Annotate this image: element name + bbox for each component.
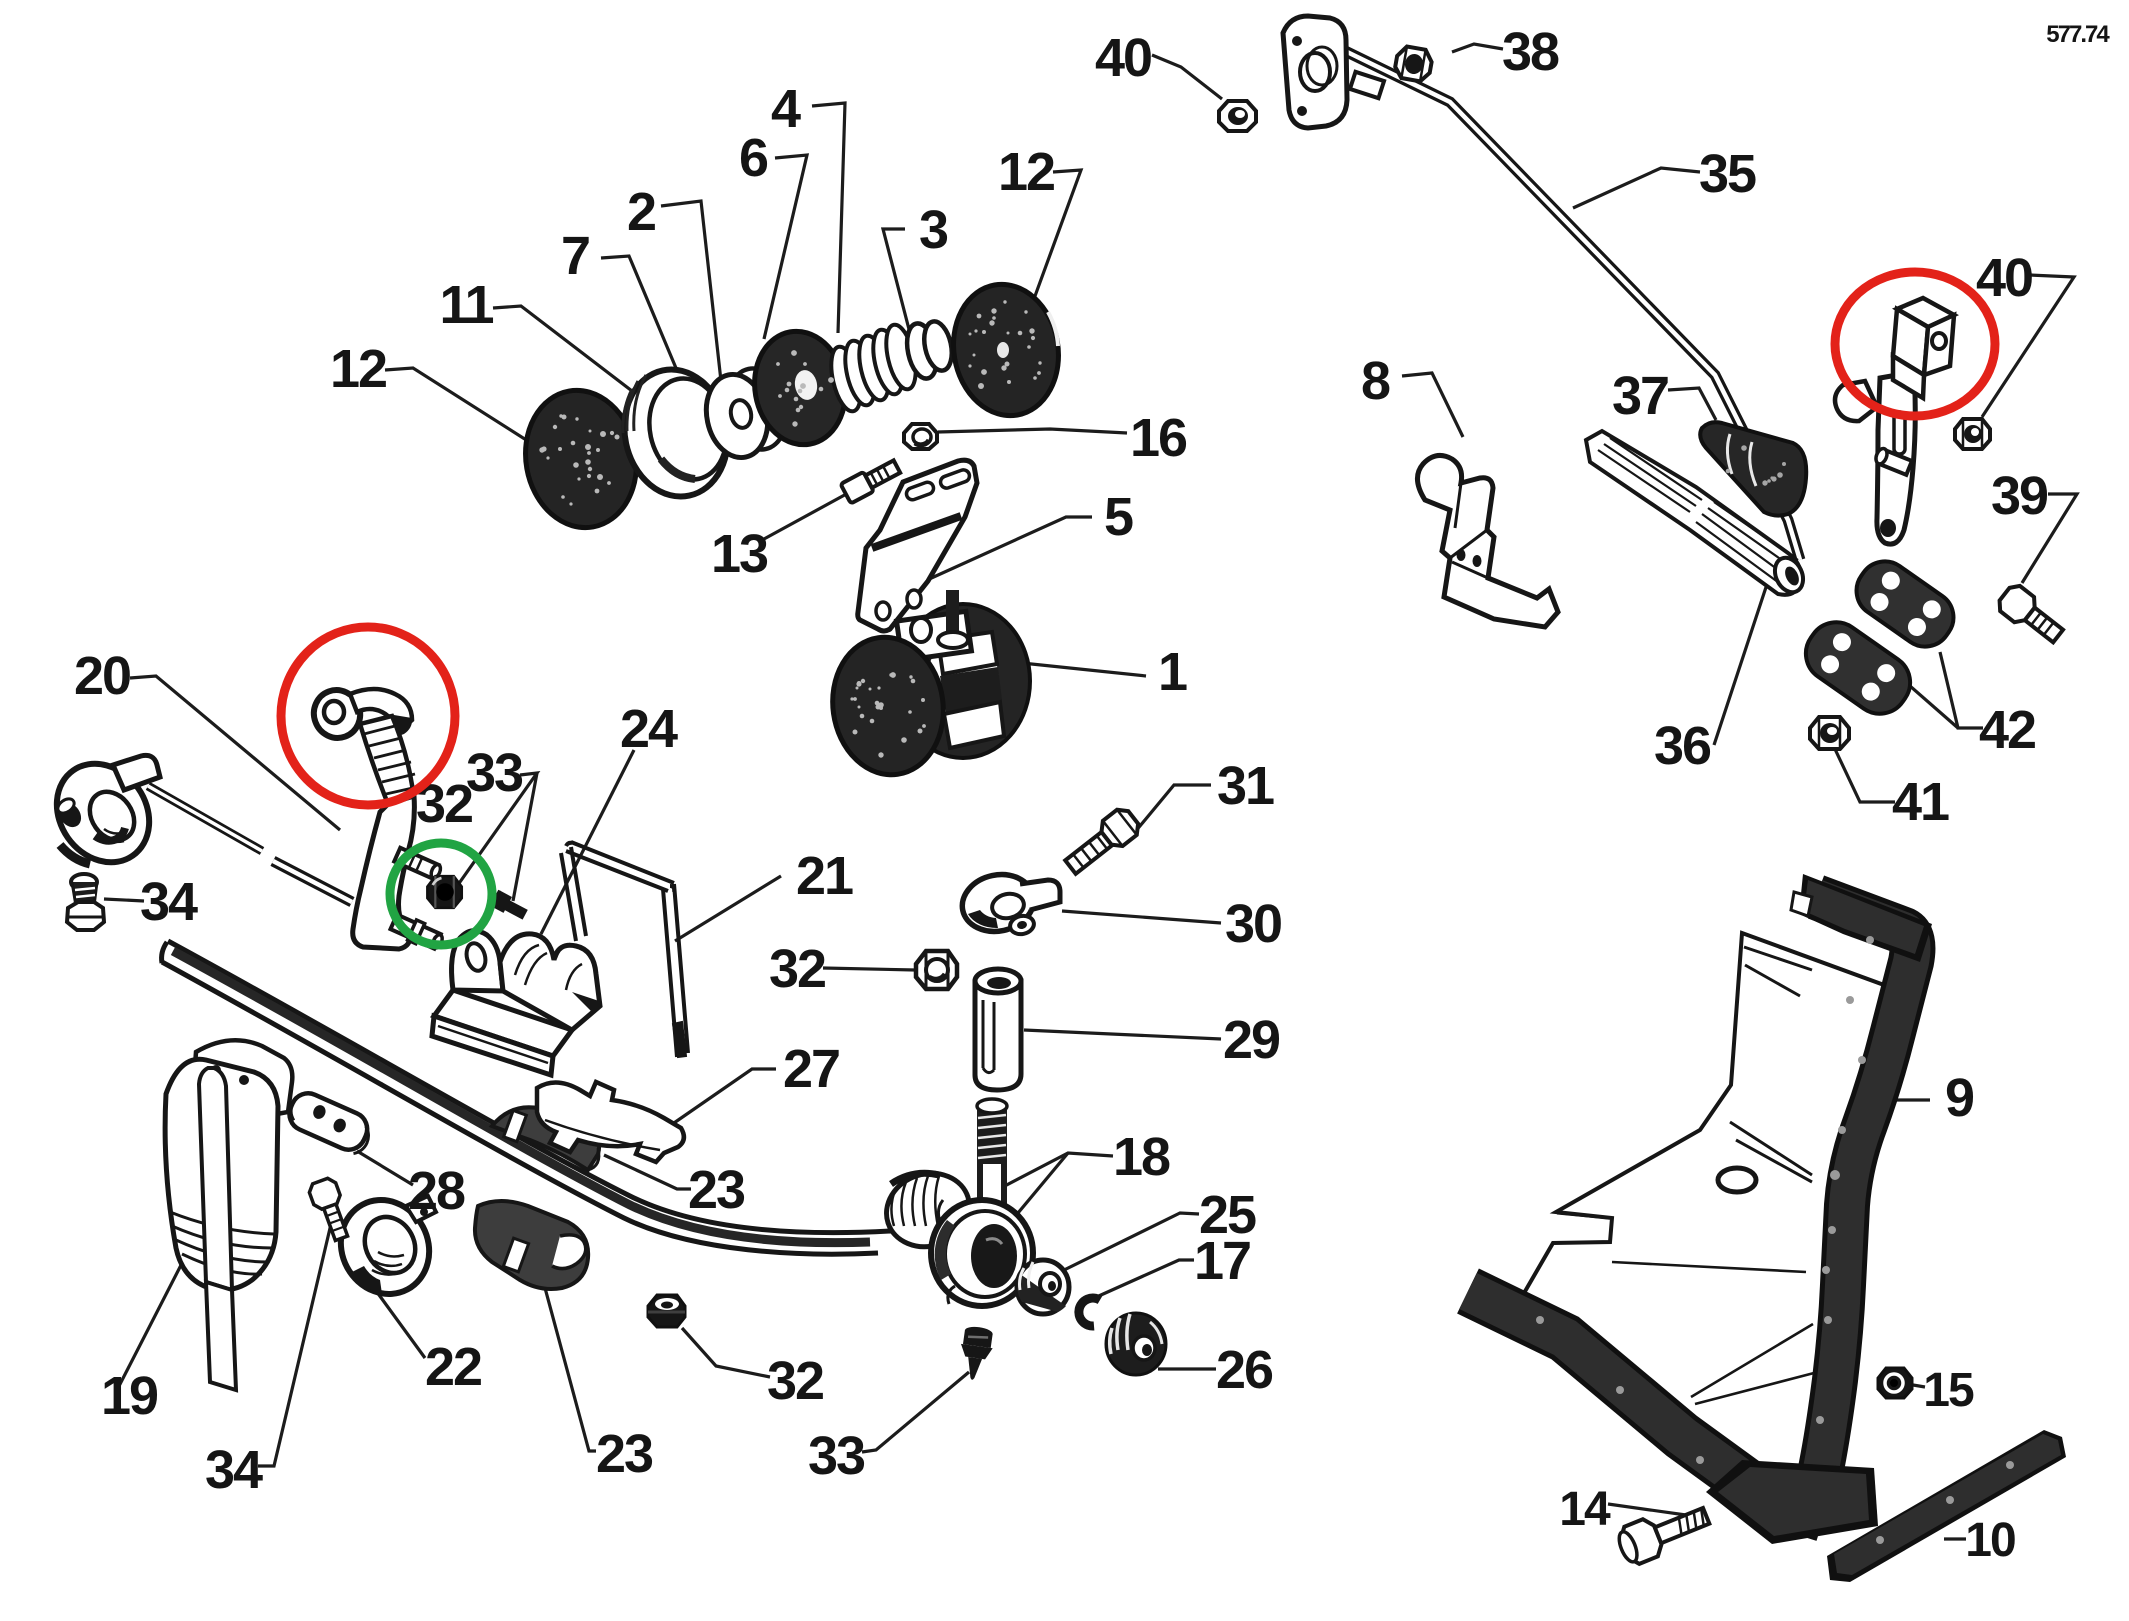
svg-text:4: 4	[771, 79, 801, 139]
svg-text:8: 8	[1361, 351, 1390, 411]
svg-text:32: 32	[767, 1351, 823, 1411]
svg-text:34: 34	[140, 872, 198, 932]
svg-text:34: 34	[205, 1440, 263, 1500]
svg-text:6: 6	[739, 128, 768, 188]
svg-text:30: 30	[1225, 894, 1281, 954]
svg-text:27: 27	[783, 1039, 839, 1099]
svg-text:14: 14	[1559, 1483, 1611, 1536]
svg-text:17: 17	[1194, 1231, 1250, 1291]
svg-text:21: 21	[796, 846, 853, 906]
svg-text:13: 13	[711, 524, 768, 584]
svg-text:26: 26	[1216, 1340, 1273, 1400]
svg-text:1: 1	[1158, 642, 1187, 702]
svg-text:39: 39	[1991, 466, 2048, 526]
svg-text:33: 33	[808, 1426, 865, 1486]
svg-text:10: 10	[1965, 1514, 2015, 1567]
svg-text:42: 42	[1979, 700, 2035, 760]
svg-text:33: 33	[466, 743, 523, 803]
svg-text:18: 18	[1113, 1127, 1170, 1187]
svg-text:35: 35	[1699, 144, 1756, 204]
svg-text:2: 2	[627, 182, 655, 242]
svg-text:3: 3	[919, 200, 948, 260]
svg-text:41: 41	[1892, 772, 1949, 832]
svg-text:15: 15	[1923, 1364, 1974, 1417]
svg-text:9: 9	[1945, 1068, 1974, 1128]
svg-text:11: 11	[439, 275, 493, 335]
svg-text:37: 37	[1612, 366, 1668, 426]
svg-text:38: 38	[1502, 22, 1559, 82]
svg-text:24: 24	[620, 699, 678, 759]
svg-text:7: 7	[561, 226, 589, 286]
svg-text:19: 19	[101, 1366, 158, 1426]
svg-text:31: 31	[1217, 756, 1274, 816]
svg-text:29: 29	[1223, 1010, 1280, 1070]
svg-text:23: 23	[596, 1424, 653, 1484]
svg-text:577.74: 577.74	[2046, 21, 2110, 48]
svg-text:25: 25	[1199, 1185, 1256, 1245]
svg-text:16: 16	[1130, 408, 1187, 468]
svg-text:20: 20	[74, 646, 130, 706]
svg-text:22: 22	[425, 1337, 481, 1397]
svg-text:36: 36	[1654, 716, 1711, 776]
svg-text:40: 40	[1976, 248, 2032, 308]
svg-text:32: 32	[769, 939, 825, 999]
svg-text:23: 23	[688, 1160, 745, 1220]
svg-text:12: 12	[998, 142, 1054, 202]
svg-text:5: 5	[1104, 487, 1133, 547]
svg-text:40: 40	[1095, 28, 1151, 88]
svg-text:28: 28	[408, 1161, 465, 1221]
svg-text:12: 12	[330, 339, 386, 399]
